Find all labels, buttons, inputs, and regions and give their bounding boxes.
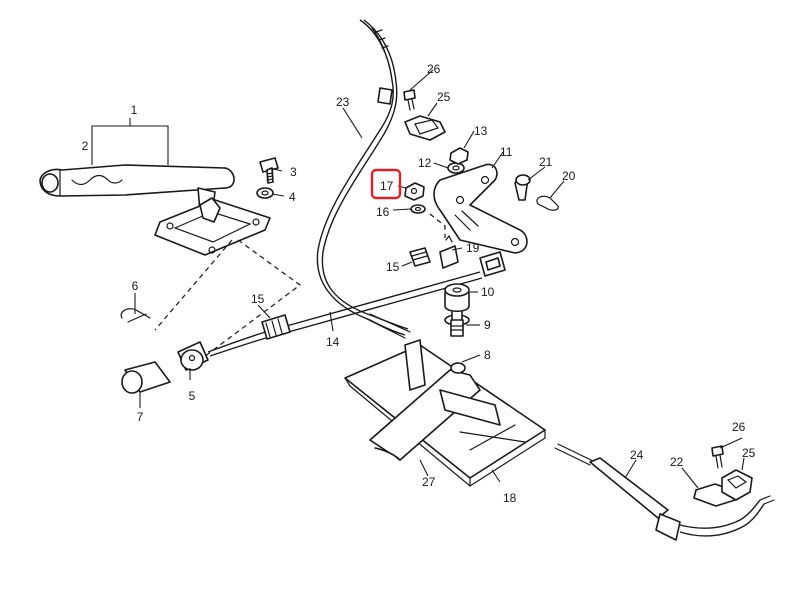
callout-11: 11 <box>500 145 513 159</box>
callout-27: 27 <box>422 475 436 489</box>
highlight-box-17 <box>370 168 402 200</box>
callout-21: 21 <box>539 155 553 169</box>
bolt-26-rear <box>711 445 724 469</box>
callout-1: 1 <box>131 103 138 117</box>
bolt-15 <box>409 247 431 267</box>
clip-6 <box>120 308 151 323</box>
nut-17 <box>404 182 425 201</box>
callout-22: 22 <box>670 455 684 469</box>
callout-6: 6 <box>132 279 139 293</box>
callout-25-upper: 25 <box>437 90 451 104</box>
callout-13: 13 <box>474 124 488 138</box>
callout-18: 18 <box>503 491 517 505</box>
pin-21 <box>514 174 531 201</box>
assembly-dashed-line <box>199 239 302 361</box>
cable-14 <box>207 271 483 357</box>
washer-16 <box>410 204 426 214</box>
bracket-11 <box>433 163 528 254</box>
callout-23: 23 <box>336 95 350 109</box>
cable-clevis <box>479 251 506 277</box>
callout-4: 4 <box>289 190 296 204</box>
callout-26-upper: 26 <box>427 62 441 76</box>
callout-10: 10 <box>481 285 495 299</box>
callout-24: 24 <box>630 448 644 462</box>
callout-16: 16 <box>376 205 390 219</box>
callout-9: 9 <box>484 318 491 332</box>
assembly-dashed-line <box>429 213 446 238</box>
assembly-dashed-line <box>154 239 233 331</box>
clip-25-rear <box>721 469 753 501</box>
stud-9 <box>444 311 470 337</box>
callout-5: 5 <box>189 389 196 403</box>
callout-17: 17 <box>380 179 394 193</box>
callout-15-lower: 15 <box>251 292 265 306</box>
cable-23 <box>316 19 411 339</box>
cable-24 <box>554 443 775 541</box>
callout-8: 8 <box>484 348 491 362</box>
callout-2: 2 <box>82 139 89 153</box>
leader-lines <box>134 69 745 489</box>
lever-bracket-leader <box>91 125 169 133</box>
clevis-5 <box>177 341 209 371</box>
callout-20: 20 <box>562 169 576 183</box>
callout-19: 19 <box>466 241 480 255</box>
fitting-19 <box>439 234 459 269</box>
washer-4 <box>256 187 274 199</box>
callout-26-rear: 26 <box>732 420 746 434</box>
callout-14: 14 <box>326 335 340 349</box>
callout-7: 7 <box>137 410 144 424</box>
bracket-27 <box>369 339 501 461</box>
clip-20 <box>536 195 559 211</box>
clip-25 <box>404 115 446 141</box>
lever-base-plate <box>154 197 271 256</box>
washer-12 <box>447 162 465 174</box>
callout-12: 12 <box>418 156 432 170</box>
spacer-10 <box>444 283 470 313</box>
bolt-26 <box>403 89 416 111</box>
bolt-3 <box>259 157 279 184</box>
nut-13 <box>449 147 469 165</box>
callout-labels: 1 2 3 4 6 5 7 8 9 10 11 12 13 14 15 15 1… <box>82 62 756 505</box>
callout-25-rear: 25 <box>742 446 756 460</box>
callout-3: 3 <box>290 165 297 179</box>
pin-7 <box>121 361 171 394</box>
callout-15-upper: 15 <box>386 260 400 274</box>
